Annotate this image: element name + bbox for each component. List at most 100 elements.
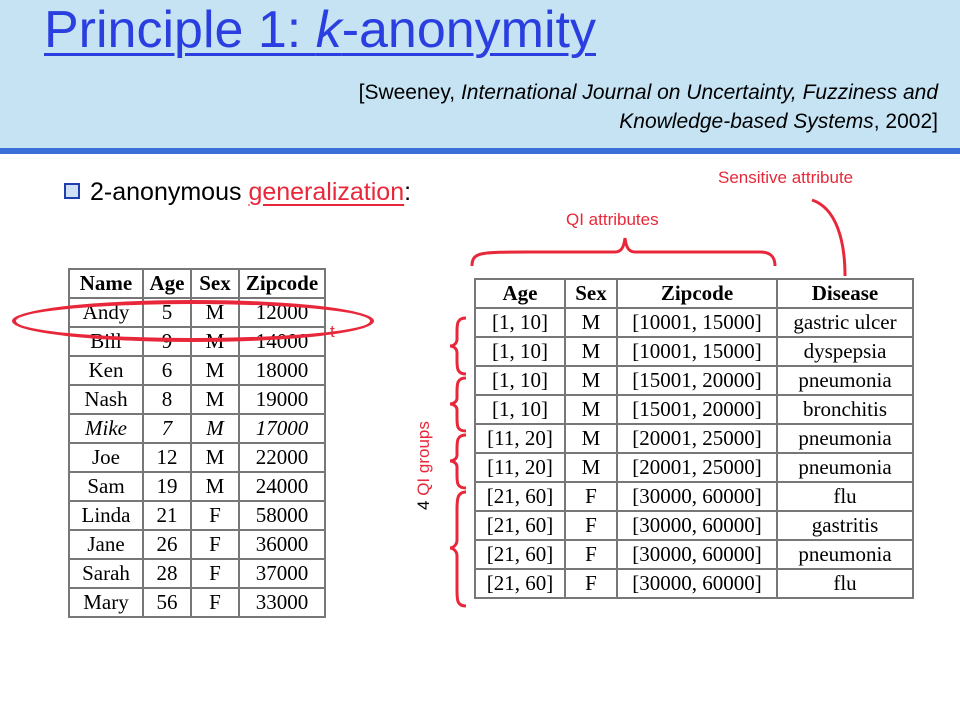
slide-title: Principle 1: k-anonymity xyxy=(44,0,596,60)
generalized-table-body: [1, 10]M[10001, 15000]gastric ulcer[1, 1… xyxy=(474,307,914,599)
generalized-cell: pneumonia xyxy=(776,452,914,483)
header-divider xyxy=(0,148,960,154)
table-row: [1, 10]M[10001, 15000]gastric ulcer xyxy=(474,307,914,338)
generalized-cell: bronchitis xyxy=(776,394,914,425)
generalized-cell: [30000, 60000] xyxy=(616,481,778,512)
generalized-cell: F xyxy=(564,510,618,541)
qi-groups-text: QI groups xyxy=(414,421,433,496)
original-cell: 12 xyxy=(142,442,192,473)
original-cell: 19000 xyxy=(238,384,326,415)
small-red-mark: t xyxy=(330,322,335,341)
generalized-cell: M xyxy=(564,423,618,454)
citation-close: , 2002] xyxy=(873,110,938,133)
generalized-cell: F xyxy=(564,539,618,570)
table-row: [21, 60]F[30000, 60000]flu xyxy=(474,481,914,512)
original-cell: M xyxy=(190,413,240,444)
qi-attributes-brace xyxy=(470,237,777,267)
qi-groups-count: 4 xyxy=(414,500,433,510)
bullet-point: 2-anonymous generalization: xyxy=(64,178,411,207)
original-cell: 58000 xyxy=(238,500,326,531)
table-row: [1, 10]M[15001, 20000]pneumonia xyxy=(474,365,914,396)
original-cell: 22000 xyxy=(238,442,326,473)
generalized-cell: flu xyxy=(776,481,914,512)
qi-group-1-brace xyxy=(449,316,467,376)
original-cell: 56 xyxy=(142,587,192,618)
generalized-cell: [10001, 15000] xyxy=(616,307,778,338)
table-row: [21, 60]F[30000, 60000]pneumonia xyxy=(474,539,914,570)
generalized-cell: [15001, 20000] xyxy=(616,394,778,425)
table-row: [21, 60]F[30000, 60000]flu xyxy=(474,568,914,599)
title-banner xyxy=(0,0,960,150)
original-cell: M xyxy=(190,384,240,415)
generalized-cell: [21, 60] xyxy=(474,510,566,541)
qi-group-4-brace xyxy=(449,490,467,608)
original-cell: 28 xyxy=(142,558,192,589)
generalized-cell: [15001, 20000] xyxy=(616,365,778,396)
original-header-cell: Age xyxy=(142,268,192,299)
original-cell: F xyxy=(190,587,240,618)
original-cell: F xyxy=(190,500,240,531)
generalized-cell: [11, 20] xyxy=(474,423,566,454)
original-cell: Mary xyxy=(68,587,144,618)
original-cell: 19 xyxy=(142,471,192,502)
generalized-cell: pneumonia xyxy=(776,423,914,454)
citation-journal-line1: International Journal on Uncertainty, Fu… xyxy=(460,81,938,104)
generalized-cell: M xyxy=(564,394,618,425)
generalized-cell: gastritis xyxy=(776,510,914,541)
qi-groups-label: 4 QI groups xyxy=(414,421,434,510)
original-cell: Sarah xyxy=(68,558,144,589)
generalized-header-cell: Zipcode xyxy=(616,278,778,309)
qi-group-3-brace xyxy=(449,433,467,490)
sensitive-attribute-arrow xyxy=(811,198,847,277)
citation: [Sweeney, International Journal on Uncer… xyxy=(238,78,938,136)
original-cell: F xyxy=(190,529,240,560)
generalized-cell: [30000, 60000] xyxy=(616,539,778,570)
table-row: [11, 20]M[20001, 25000]pneumonia xyxy=(474,423,914,454)
generalized-cell: M xyxy=(564,365,618,396)
original-header-cell: Zipcode xyxy=(238,268,326,299)
generalized-cell: M xyxy=(564,452,618,483)
original-cell: 21 xyxy=(142,500,192,531)
original-cell: F xyxy=(190,558,240,589)
generalized-cell: pneumonia xyxy=(776,365,914,396)
bullet-prefix: 2-anonymous xyxy=(90,178,249,206)
original-cell: 17000 xyxy=(238,413,326,444)
generalized-cell: [1, 10] xyxy=(474,394,566,425)
original-cell: Joe xyxy=(68,442,144,473)
citation-open: [Sweeney, xyxy=(358,81,461,104)
generalized-cell: flu xyxy=(776,568,914,599)
original-cell: 18000 xyxy=(238,355,326,386)
original-cell: Sam xyxy=(68,471,144,502)
original-cell: Mike xyxy=(68,413,144,444)
original-cell: M xyxy=(190,355,240,386)
generalized-cell: [1, 10] xyxy=(474,365,566,396)
square-bullet-icon xyxy=(64,183,80,199)
generalized-cell: F xyxy=(564,568,618,599)
original-cell: 8 xyxy=(142,384,192,415)
generalized-cell: [21, 60] xyxy=(474,568,566,599)
generalized-header-cell: Sex xyxy=(564,278,618,309)
title-suffix: -anonymity xyxy=(341,1,596,59)
original-cell: M xyxy=(190,471,240,502)
generalized-cell: [20001, 25000] xyxy=(616,423,778,454)
generalized-cell: [1, 10] xyxy=(474,336,566,367)
original-cell: 7 xyxy=(142,413,192,444)
citation-journal-line2: Knowledge-based Systems xyxy=(619,110,874,133)
original-cell: 37000 xyxy=(238,558,326,589)
original-cell: 36000 xyxy=(238,529,326,560)
highlight-ellipse xyxy=(12,300,374,342)
generalized-cell: [21, 60] xyxy=(474,539,566,570)
original-cell: 24000 xyxy=(238,471,326,502)
generalized-cell: [11, 20] xyxy=(474,452,566,483)
